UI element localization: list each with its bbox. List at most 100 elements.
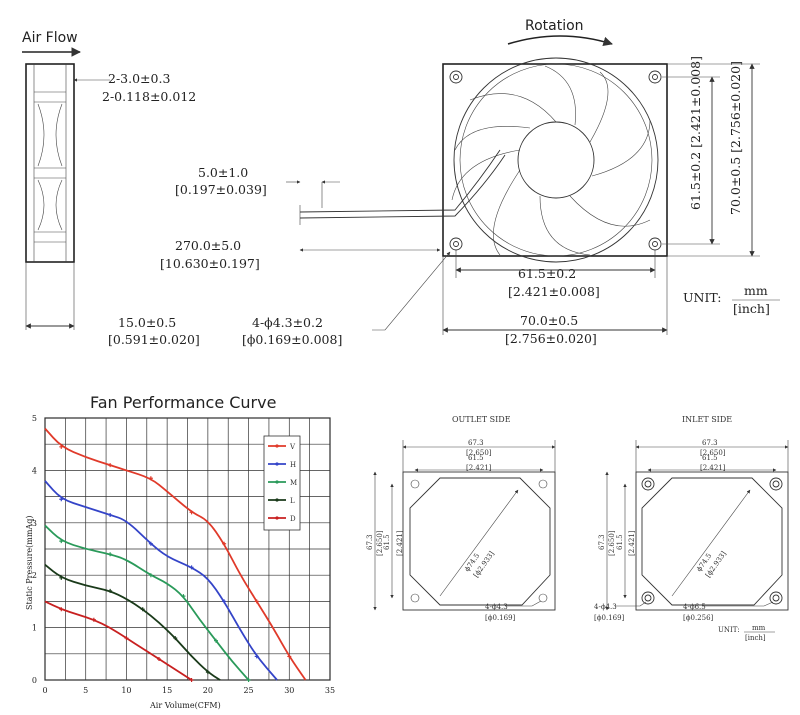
y-tick-label: 2	[32, 571, 37, 580]
chart-series	[44, 427, 307, 682]
series-point-l	[173, 636, 178, 641]
height-dim: 70.0±0.5 [2.756±0.020]	[728, 61, 743, 215]
air-flow-label: Air Flow	[22, 30, 78, 46]
thickness-mm: 2-3.0±0.3	[108, 71, 170, 86]
series-point-h	[108, 512, 113, 517]
inlet-octagon	[641, 477, 783, 606]
inlet-side-view: INLET SIDE ϕ74.5 [ϕ2.933] 67.3 [2.650] 6…	[594, 415, 789, 642]
legend-box	[263, 435, 301, 531]
inlet-w1-mm: 67.3	[702, 439, 718, 447]
inlet-hole-in: [ϕ0.169]	[594, 614, 625, 622]
series-point-v	[148, 476, 153, 481]
outlet-v2-mm: 61.5	[383, 534, 391, 550]
inlet-v2-in: [2.421]	[628, 530, 636, 556]
rotation-arrow	[507, 35, 613, 47]
series-point-v	[222, 541, 227, 546]
y-tick-label: 5	[32, 414, 37, 423]
fan-side-frame	[25, 63, 75, 263]
series-point-v	[108, 463, 113, 468]
unit-inch: [inch]	[733, 301, 770, 316]
outlet-w1-in: [2.650]	[466, 449, 492, 457]
inlet-w1-in: [2.650]	[700, 449, 726, 457]
legend-label: H	[290, 461, 296, 469]
outlet-octagon	[409, 477, 551, 606]
outlet-side-view: OUTLET SIDE ϕ74.5 [ϕ2.933] 67.3 [2.650] …	[366, 415, 556, 622]
series-line-d	[44, 600, 193, 681]
legend-label: D	[290, 515, 296, 523]
inlet-w2-mm: 61.5	[702, 454, 718, 462]
inlet-hole2-mm: 4-ϕ6.5	[683, 603, 706, 611]
series-point-d	[189, 678, 194, 682]
series-point-l	[140, 607, 145, 612]
series-point-h	[59, 497, 64, 502]
legend-marker	[275, 516, 279, 520]
y-tick-label: 0	[32, 676, 37, 685]
legend-marker	[275, 480, 279, 484]
inlet-title: INLET SIDE	[682, 415, 732, 424]
series-line-h	[44, 480, 278, 681]
series-point-d	[124, 636, 129, 641]
inlet-unit-inch: [inch]	[745, 634, 766, 642]
inlet-frame	[635, 471, 789, 611]
lead-length-mm: 270.0±5.0	[175, 238, 241, 253]
series-point-m	[181, 594, 186, 599]
inlet-unit-label: UNIT:	[718, 626, 740, 634]
series-point-m	[108, 552, 113, 557]
fan-hub	[517, 121, 595, 199]
legend-label: M	[290, 479, 297, 487]
thickness-in: 2-0.118±0.012	[102, 89, 196, 104]
outlet-frame	[402, 471, 556, 611]
x-tick-label: 20	[203, 686, 213, 695]
lead-wire	[299, 149, 501, 213]
legend-marker	[275, 444, 279, 448]
series-point-v	[59, 444, 64, 449]
series-point-m	[246, 678, 251, 682]
lead-strip-mm: 5.0±1.0	[198, 165, 248, 180]
unit-label: UNIT:	[683, 290, 722, 305]
inlet-v2-mm: 61.5	[616, 534, 624, 550]
front-view: Rotation 5.0±1.0	[160, 18, 780, 347]
series-point-m	[59, 539, 64, 544]
inlet-hole-mm: 4-ϕ4.3	[594, 603, 617, 611]
outlet-w1-mm: 67.3	[468, 439, 484, 447]
fan-frame	[442, 63, 668, 257]
y-tick-label: 1	[32, 624, 37, 633]
inlet-unit-mm: mm	[752, 624, 766, 632]
inlet-v1-mm: 67.3	[598, 534, 606, 550]
series-point-h	[254, 654, 259, 659]
series-point-d	[91, 617, 96, 622]
rotation-label: Rotation	[525, 18, 584, 34]
legend-marker	[275, 498, 279, 502]
inlet-w2-in: [2.421]	[700, 464, 726, 472]
x-tick-label: 35	[325, 686, 335, 695]
series-point-v	[287, 654, 292, 659]
x-tick-label: 30	[284, 686, 294, 695]
chart-title: Fan Performance Curve	[90, 393, 276, 412]
inlet-hole2-in: [ϕ0.256]	[683, 614, 714, 622]
hole-size-mm: 4-ϕ4.3±0.2	[252, 315, 323, 330]
series-point-d	[59, 607, 64, 612]
outlet-v1-mm: 67.3	[366, 534, 374, 550]
x-tick-label: 15	[162, 686, 172, 695]
outlet-title: OUTLET SIDE	[452, 415, 511, 424]
side-view: Air Flow 2-3.0±0.3 2-0.118±0.012 15.0±0.…	[22, 30, 200, 347]
lead-length-in: [10.630±0.197]	[160, 256, 260, 271]
series-point-l	[108, 588, 113, 593]
lead-strip-in: [0.197±0.039]	[175, 182, 267, 197]
hole-pitch-h-in: [2.421±0.008]	[508, 284, 600, 299]
x-tick-label: 10	[121, 686, 131, 695]
outlet-w2-mm: 61.5	[468, 454, 484, 462]
x-tick-label: 5	[83, 686, 88, 695]
series-point-h	[148, 541, 153, 546]
series-line-l	[44, 564, 221, 681]
x-tick-label: 25	[243, 686, 253, 695]
outlet-w2-in: [2.421]	[466, 464, 492, 472]
legend-label: V	[289, 443, 296, 451]
legend-marker	[275, 462, 279, 466]
depth-in: [0.591±0.020]	[108, 332, 200, 347]
outlet-hole-mm: 4-ϕ4.3	[485, 603, 508, 611]
